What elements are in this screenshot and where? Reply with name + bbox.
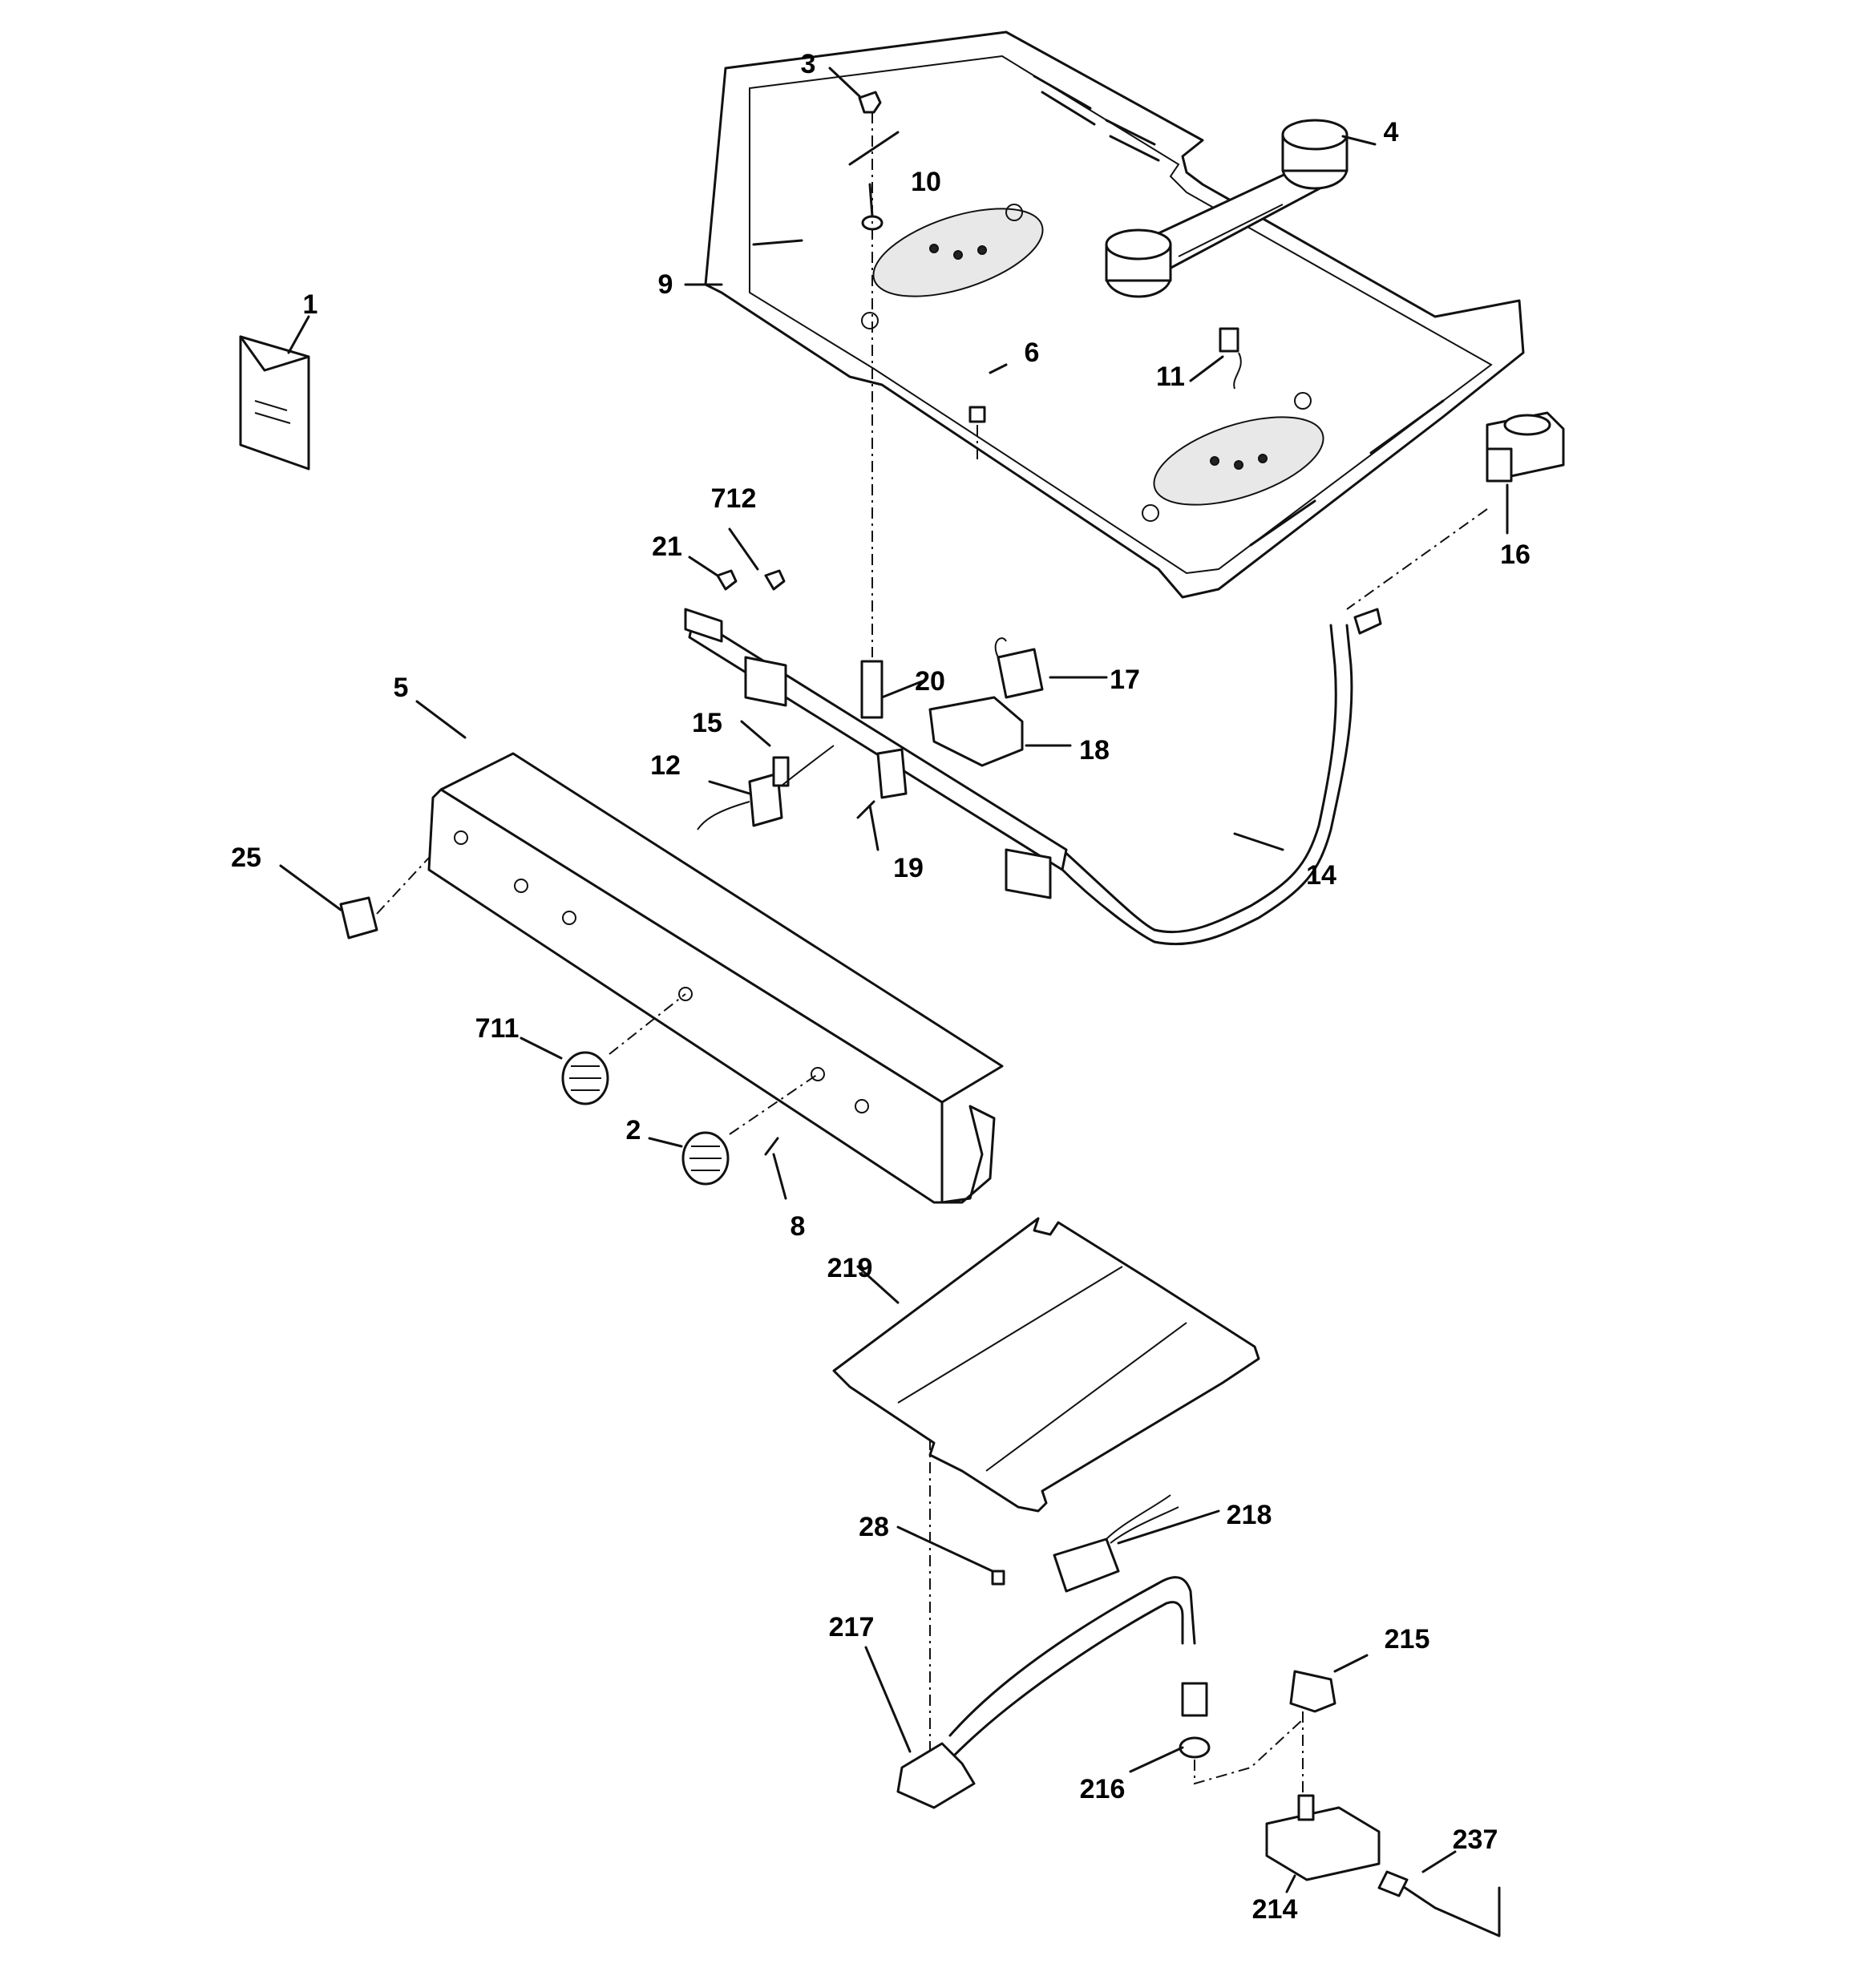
- callout-4: 4: [1383, 117, 1399, 147]
- part-16-regulator: [1486, 411, 1565, 483]
- part-14-manifold-pipe: [1057, 608, 1382, 946]
- callout-12: 12: [650, 750, 681, 781]
- part-19-screw: [856, 800, 875, 819]
- part-9-burner-box: [704, 30, 1525, 599]
- part-5-control-panel: [427, 752, 1004, 1204]
- part-12-valve: [697, 745, 835, 830]
- callout-17: 17: [1110, 665, 1140, 695]
- callout-214: 214: [1251, 1894, 1298, 1925]
- part-711-knob: [561, 1051, 609, 1105]
- callout-711: 711: [475, 1013, 520, 1044]
- part-11-electrode: [1219, 327, 1242, 390]
- leader-lines: [279, 67, 1509, 1893]
- part-4-igniter-assembly: [1105, 119, 1348, 298]
- callout-14: 14: [1306, 860, 1336, 891]
- callout-15: 15: [692, 708, 722, 738]
- part-6-screw: [968, 406, 986, 423]
- part-219-shield: [832, 1217, 1260, 1513]
- part-712-screw: [764, 569, 786, 591]
- callout-20: 20: [915, 666, 945, 697]
- part-237-tube: [1377, 1870, 1501, 1937]
- callout-16: 16: [1500, 539, 1530, 570]
- part-8-screw: [764, 1137, 779, 1156]
- callout-28: 28: [859, 1512, 889, 1542]
- callout-1: 1: [302, 289, 318, 320]
- callout-9: 9: [657, 269, 673, 300]
- part-3-screw: [858, 91, 882, 114]
- callout-3: 3: [800, 49, 816, 79]
- callout-25: 25: [231, 842, 261, 873]
- callout-216: 216: [1079, 1774, 1126, 1804]
- callout-19: 19: [893, 853, 924, 883]
- callout-6: 6: [1024, 337, 1040, 368]
- callout-18: 18: [1079, 735, 1110, 766]
- callout-219: 219: [827, 1253, 873, 1283]
- part-18-bracket: [928, 696, 1024, 767]
- callout-8: 8: [790, 1211, 806, 1242]
- part-216-fitting: [1179, 1682, 1211, 1759]
- part-217-burner: [896, 1576, 1196, 1809]
- part-2-knob: [681, 1131, 730, 1186]
- part-19-bracket: [876, 748, 908, 799]
- part-215-bracket: [1289, 1670, 1336, 1713]
- part-218-module: [1053, 1494, 1179, 1593]
- callout-215: 215: [1384, 1624, 1430, 1655]
- part-1-envelope: [239, 335, 310, 471]
- callout-5: 5: [393, 673, 409, 703]
- callout-217: 217: [828, 1612, 875, 1643]
- callout-218: 218: [1226, 1500, 1272, 1530]
- callout-21: 21: [652, 531, 682, 562]
- part-17-switch: [994, 637, 1044, 699]
- part-28-screw: [991, 1570, 1005, 1586]
- part-20-manifold-bracket: [684, 608, 1068, 899]
- callout-2: 2: [625, 1115, 641, 1146]
- callout-10: 10: [911, 167, 941, 197]
- callout-237: 237: [1452, 1824, 1498, 1855]
- part-25-clip: [339, 896, 378, 939]
- callout-11: 11: [1156, 362, 1185, 392]
- part-214-valve: [1265, 1794, 1381, 1881]
- callout-712: 712: [710, 483, 757, 514]
- part-21-screw: [716, 569, 738, 591]
